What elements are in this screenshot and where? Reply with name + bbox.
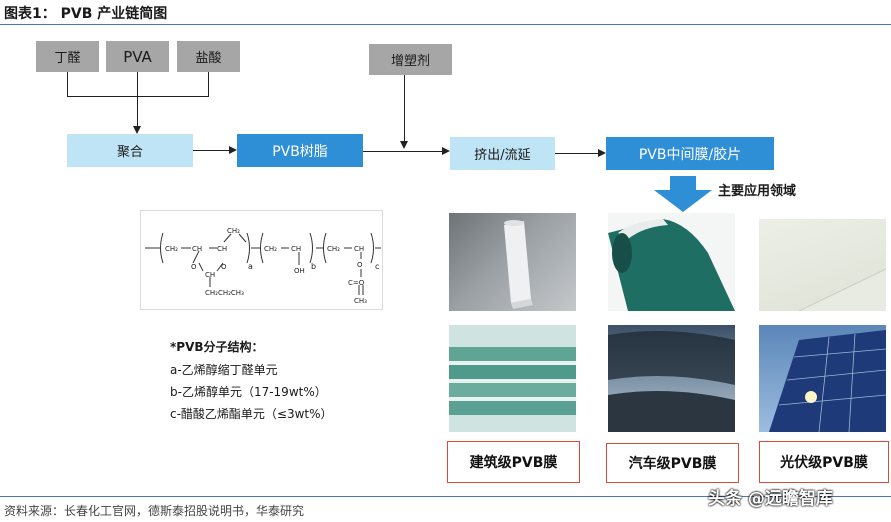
raw-material-hydrochloric-acid: 盐酸 [177, 41, 240, 72]
step-pvb-resin: PVB树脂 [237, 134, 363, 167]
svg-text:C=O: C=O [348, 279, 365, 287]
connector-line [193, 150, 229, 151]
laminated-glass-image [449, 325, 576, 432]
structure-item-b: b-乙烯醇单元（17-19wt%） [170, 385, 327, 399]
connector-line [208, 72, 209, 96]
top-divider [0, 24, 891, 25]
svg-text:CH₂: CH₂ [264, 245, 277, 253]
windshield-illustration [608, 331, 735, 432]
pv-film-illustration [798, 268, 886, 311]
svg-text:CH: CH [217, 245, 227, 253]
svg-text:CH: CH [192, 245, 202, 253]
svg-text:CH₂CH₂CH₃: CH₂CH₂CH₃ [205, 289, 244, 297]
segment-b-label: b [311, 262, 316, 271]
building-film-roll-image [449, 213, 576, 311]
car-windshield-image [608, 325, 735, 432]
svg-text:CH₂: CH₂ [165, 245, 178, 253]
svg-text:OH: OH [294, 267, 305, 275]
arrow-right-icon [442, 147, 450, 155]
step-extrusion-casting: 挤出/流延 [450, 137, 555, 170]
step-polymerization: 聚合 [67, 134, 193, 167]
svg-text:CH₂: CH₂ [227, 227, 240, 235]
molecule-diagram: CH₂ CH CH CH₂ O O CH CH₂CH₂CH₃ CH₂ CH OH… [145, 227, 381, 305]
connector-line [404, 75, 405, 141]
arrow-down-icon [400, 141, 408, 149]
application-label: 主要应用领域 [718, 184, 797, 199]
building-pvb-film-label: 建筑级PVB膜 [447, 441, 580, 483]
green-film-illustration [608, 219, 735, 311]
svg-text:O: O [221, 263, 227, 271]
segment-a-label: a [248, 262, 253, 271]
connector-line [67, 96, 209, 97]
raw-material-butyraldehyde: 丁醛 [36, 41, 99, 72]
raw-material-pva: PVA [106, 41, 169, 72]
photovoltaic-pvb-film-label: 光伏级PVB膜 [759, 441, 889, 483]
connector-line [67, 72, 68, 96]
application-arrow-icon [654, 176, 712, 212]
glass-stack-illustration [449, 347, 576, 415]
arrow-right-icon [598, 149, 606, 157]
plasticizer-box: 增塑剂 [369, 44, 452, 75]
svg-text:O: O [357, 261, 363, 269]
film-roll-illustration [504, 220, 533, 309]
watermark: 头条 @远瞻智库 [708, 489, 833, 509]
step-pvb-interlayer-film: PVB中间膜/胶片 [606, 137, 774, 170]
automotive-pvb-film-label: 汽车级PVB膜 [606, 443, 739, 483]
figure-title: 图表1： PVB 产业链简图 [4, 6, 168, 22]
svg-text:O: O [191, 263, 197, 271]
automotive-film-roll-image [608, 213, 735, 311]
photovoltaic-film-image [759, 219, 886, 311]
pvb-molecule-structure: CH₂ CH CH CH₂ O O CH CH₂CH₂CH₃ CH₂ CH OH… [140, 210, 383, 310]
svg-text:CH: CH [354, 245, 364, 253]
source-note: 资料来源：长春化工官网，德斯泰招股说明书，华泰研究 [4, 504, 305, 518]
svg-text:CH: CH [291, 245, 301, 253]
svg-text:CH: CH [205, 271, 215, 279]
arrow-right-icon [229, 146, 237, 154]
connector-line [363, 151, 442, 152]
arrow-down-icon [133, 126, 141, 134]
solar-panel-image [759, 325, 886, 432]
segment-c-label: c [375, 262, 379, 271]
svg-text:CH₂: CH₂ [327, 245, 340, 253]
solar-panel-illustration [769, 330, 886, 432]
bottom-divider [0, 496, 891, 497]
connector-line [137, 72, 138, 126]
structure-item-a: a-乙烯醇缩丁醛单元 [170, 363, 278, 377]
connector-line [555, 153, 598, 154]
svg-text:CH₃: CH₃ [354, 297, 367, 305]
structure-heading: *PVB分子结构： [170, 340, 264, 354]
structure-item-c: c-醋酸乙烯酯单元（≤3wt%） [170, 407, 333, 421]
